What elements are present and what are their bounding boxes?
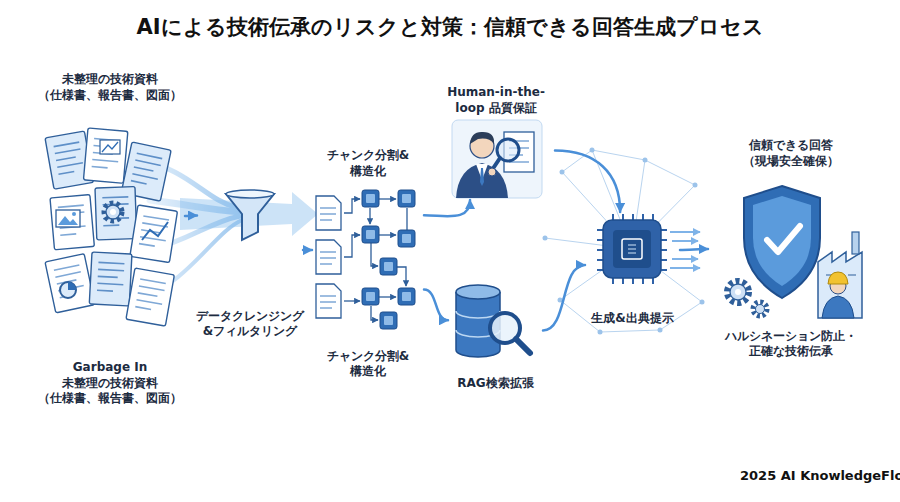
node-label: チャンク分割& 構造化 (312, 148, 424, 179)
node-label: 未整理の技術資料 （仕様書、報告書、図面） (35, 72, 185, 103)
flow-arrow (424, 200, 470, 216)
database-icon (456, 285, 530, 357)
stage-node: RAG検索拡張 (448, 280, 543, 392)
flow-arrow (424, 290, 448, 321)
node-label: ハルシネーション防止・ 正確な技術伝承 (708, 329, 873, 360)
stage-node: Human-in-the-loop 品質保証 (437, 85, 555, 200)
diagram-title: AIによる技術伝承のリスクと対策：信頼できる回答生成プロセス (0, 13, 900, 41)
node-label: 生成&出典提示 (591, 311, 673, 327)
safety-shield (727, 186, 862, 318)
ai-chip (597, 214, 667, 284)
footer-label: 2025 AI KnowledgeFlow (740, 468, 890, 483)
chunk-cluster (316, 190, 415, 329)
node-label: 信頼できる回答 （現場安全確保） (708, 138, 873, 169)
stage-node: 信頼できる回答 （現場安全確保） ハルシネーション防止・ 正確な技術伝承 (708, 138, 873, 360)
document-pile (45, 128, 178, 326)
node-label: Garbage In 未整理の技術資料 （仕様書、報告書、図面） (35, 360, 185, 407)
funnel-icon (226, 190, 274, 240)
node-label: チャンク分割& 構造化 (312, 349, 424, 380)
flow-arrow (303, 249, 312, 252)
node-label: Human-in-the-loop 品質保証 (437, 85, 555, 116)
stage-node: データクレンジング &フィルタリング (197, 190, 303, 340)
flow-arrow (185, 214, 197, 217)
flow-arrow (543, 265, 585, 331)
node-label: RAG検索拡張 (457, 376, 533, 392)
flow-arrow (680, 248, 708, 251)
network-lines (545, 150, 702, 332)
stage-node: チャンク分割& 構造化チャンク分割& 構造化 (312, 148, 424, 380)
flow-arrow (555, 151, 620, 212)
stage-node: 生成&出典提示 (585, 212, 680, 327)
node-label: データクレンジング &フィルタリング (196, 309, 304, 340)
stage-node: 未整理の技術資料 （仕様書、報告書、図面） Garbage In 未整理の技術資料… (35, 72, 185, 407)
human-reviewer (452, 120, 542, 198)
